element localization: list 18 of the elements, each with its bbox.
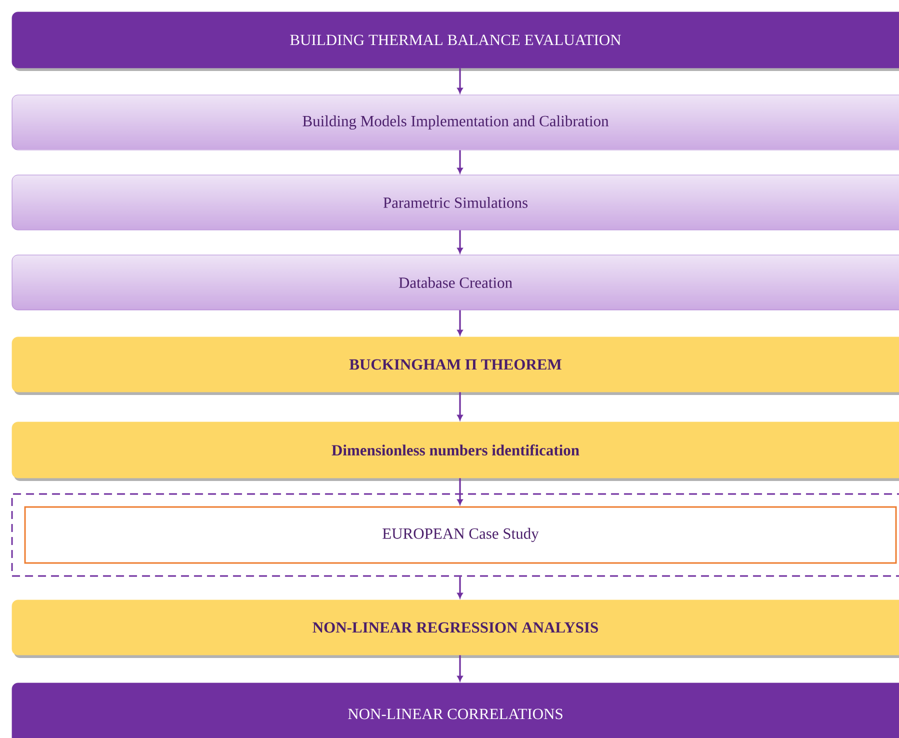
arrow — [457, 392, 463, 420]
process-box: BUCKINGHAM Π THEOREM — [12, 336, 899, 395]
process-box: Building Models Implementation and Calibration — [12, 94, 899, 150]
process-box: NON-LINEAR REGRESSION ANALYSIS — [12, 600, 899, 658]
process-box: Parametric Simulations — [12, 174, 899, 230]
process-box: EUROPEAN Case Study — [24, 506, 897, 564]
arrow — [457, 478, 463, 505]
arrow — [457, 655, 463, 682]
arrow — [457, 230, 463, 254]
process-box: NON-LINEAR CORRELATIONS — [12, 682, 899, 738]
dashed-frame — [11, 493, 899, 577]
process-box: BUILDING THERMAL BALANCE EVALUATION — [12, 12, 899, 71]
arrow — [457, 150, 463, 174]
arrow — [457, 310, 463, 336]
arrow — [457, 68, 463, 94]
process-box: Dimensionless numbers identification — [12, 422, 899, 481]
arrow — [457, 576, 463, 598]
process-box: Database Creation — [12, 254, 899, 310]
